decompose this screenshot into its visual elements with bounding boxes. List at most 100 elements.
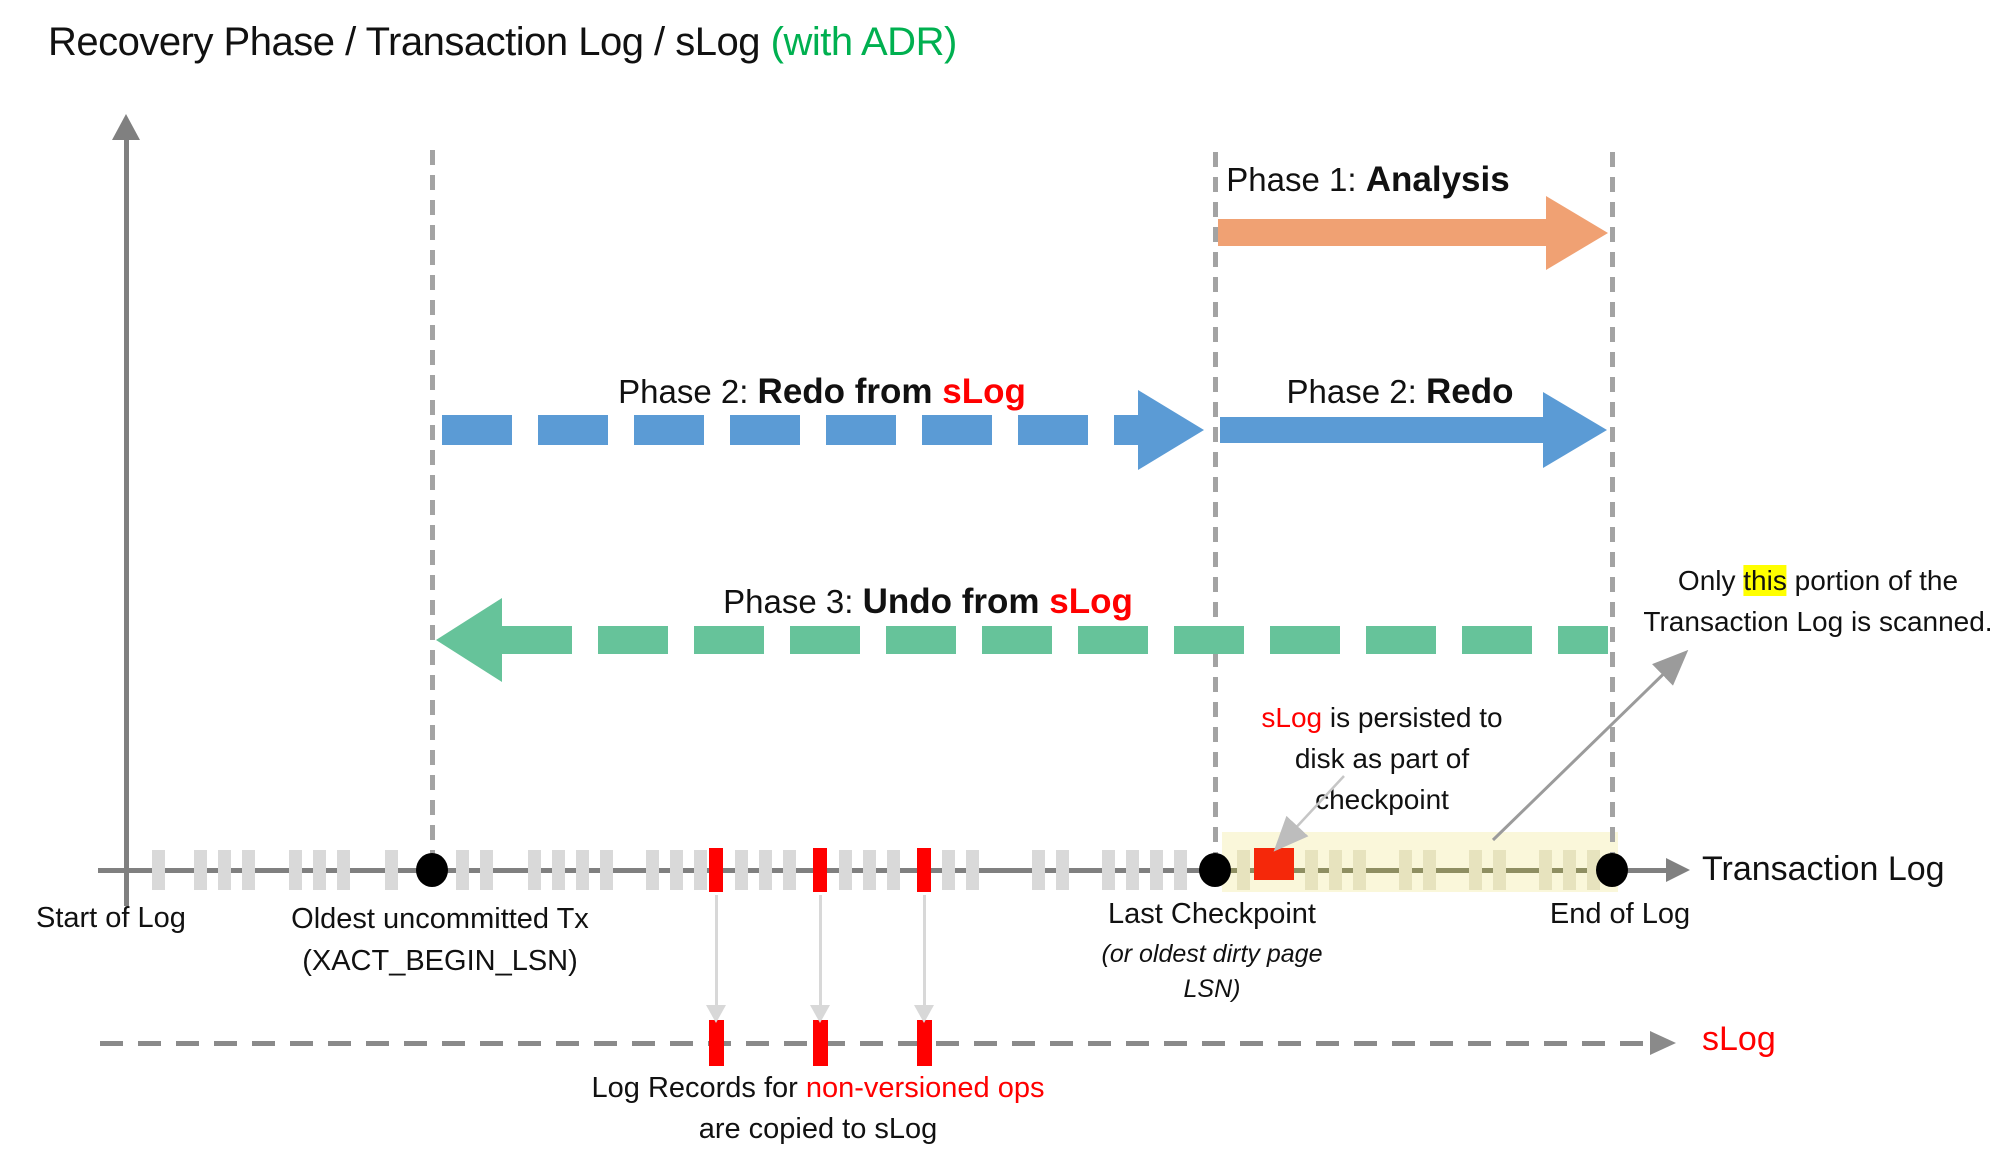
copy-arrow-line [715,895,718,1005]
log-tick [783,850,796,890]
log-tick [1126,850,1139,890]
persist-note-line2: disk as part of [1294,743,1470,774]
guide-last-checkpoint [1213,152,1218,868]
oldest-line1: Oldest uncommitted Tx [291,903,589,935]
log-tick-scanned [1329,850,1342,890]
phase2-slog-label: Phase 2: Redo from sLog [618,372,1026,412]
guide-end-of-log [1610,152,1615,868]
non-versioned-op-tick [709,848,723,892]
log-tick [289,850,302,890]
scan-note: Only this portion of the Transaction Log… [1643,560,1993,642]
persist-note-rest: is persisted to [1322,702,1503,733]
copy-note-line2: are copied to sLog [698,1113,938,1145]
copy-note: Log Records for non-versioned ops are co… [592,1068,1045,1150]
log-tick [152,850,165,890]
log-tick [528,850,541,890]
log-tick [1174,850,1187,890]
log-tick [242,850,255,890]
phase2-slog-red-word: sLog [942,372,1026,411]
log-tick [735,850,748,890]
log-tick [552,850,565,890]
copy-arrowhead-icon [706,1005,726,1023]
guide-oldest-uncommitted-tx [430,150,435,868]
slog-label: sLog [1702,1020,1776,1058]
end-of-log-dot [1596,853,1628,887]
start-of-log-label: Start of Log [36,902,186,934]
phase2-arrow [1220,417,1543,443]
copy-arrow-line [819,895,822,1005]
phase1-prefix: Phase 1: [1226,161,1366,198]
phase1-name: Analysis [1365,160,1510,199]
oldest-uncommitted-label: Oldest uncommitted Tx (XACT_BEGIN_LSN) [291,898,589,982]
checkpoint-line1: Last Checkpoint [1108,898,1316,930]
phase1-arrow [1218,219,1546,246]
copy-arrowhead-icon [810,1005,830,1023]
log-tick-scanned [1305,850,1318,890]
slog-arrowhead-icon [1650,1031,1676,1055]
slog-record-tick [813,1020,828,1066]
log-tick [1150,850,1163,890]
slog-persisted-marker [1254,848,1294,880]
log-tick [694,850,707,890]
log-tick [1032,850,1045,890]
phase2-slog-arrow [442,415,1138,445]
transaction-log-axis [98,868,1672,873]
phase3-label: Phase 3: Undo from sLog [723,582,1133,622]
slog-axis [100,1041,1654,1046]
phase2-slog-arrowhead-icon [1138,390,1204,470]
phase3-name: Undo from [862,582,1050,621]
scan-note-pre: Only [1677,565,1744,596]
phase3-arrowhead-icon [436,598,502,682]
oldest-line2: (XACT_BEGIN_LSN) [302,945,578,977]
log-tick [218,850,231,890]
copy-note-pre: Log Records for [591,1072,806,1104]
copy-note-red: non-versioned ops [805,1072,1045,1104]
log-tick [576,850,589,890]
log-tick-scanned [1237,850,1250,890]
phase3-red-word: sLog [1049,582,1133,621]
non-versioned-op-tick [917,848,931,892]
checkpoint-line2: (or oldest dirty page [1101,940,1323,968]
phase3-arrow [502,626,1608,654]
persist-note-line3: checkpoint [1315,784,1449,815]
log-tick [385,850,398,890]
log-tick [839,850,852,890]
oldest-uncommitted-tx-dot [416,853,448,887]
log-tick [456,850,469,890]
log-tick-scanned [1469,850,1482,890]
non-versioned-op-tick [813,848,827,892]
end-of-log-label: End of Log [1549,898,1691,930]
log-tick [194,850,207,890]
log-tick-scanned [1423,850,1436,890]
log-tick-scanned [1587,850,1600,890]
log-tick [1102,850,1115,890]
scan-note-pointer-arrow [1491,649,1689,842]
title-main: Recovery Phase / Transaction Log / sLog [48,20,771,64]
checkpoint-line3: LSN) [1183,975,1241,1003]
log-tick [942,850,955,890]
phase2-label: Phase 2: Redo [1287,372,1514,412]
slog-record-tick [917,1020,932,1066]
transaction-log-arrowhead-icon [1666,858,1690,882]
log-tick [887,850,900,890]
log-tick-scanned [1399,850,1412,890]
log-tick-scanned [1493,850,1506,890]
phase3-prefix: Phase 3: [723,583,863,620]
title-adr-suffix: (with ADR) [770,20,958,64]
phase2-arrowhead-icon [1543,392,1607,468]
scan-note-line2: Transaction Log is scanned. [1643,606,1993,637]
phase2-slog-prefix: Phase 2: [618,373,758,410]
log-tick [480,850,493,890]
log-tick [313,850,326,890]
phase2-slog-name: Redo from [757,372,943,411]
log-tick [600,850,613,890]
vertical-axis [124,138,129,906]
phase1-label: Phase 1: Analysis [1226,160,1509,200]
log-tick [863,850,876,890]
log-tick [966,850,979,890]
copy-arrow-line [923,895,926,1005]
page-title: Recovery Phase / Transaction Log / sLog … [48,20,957,65]
